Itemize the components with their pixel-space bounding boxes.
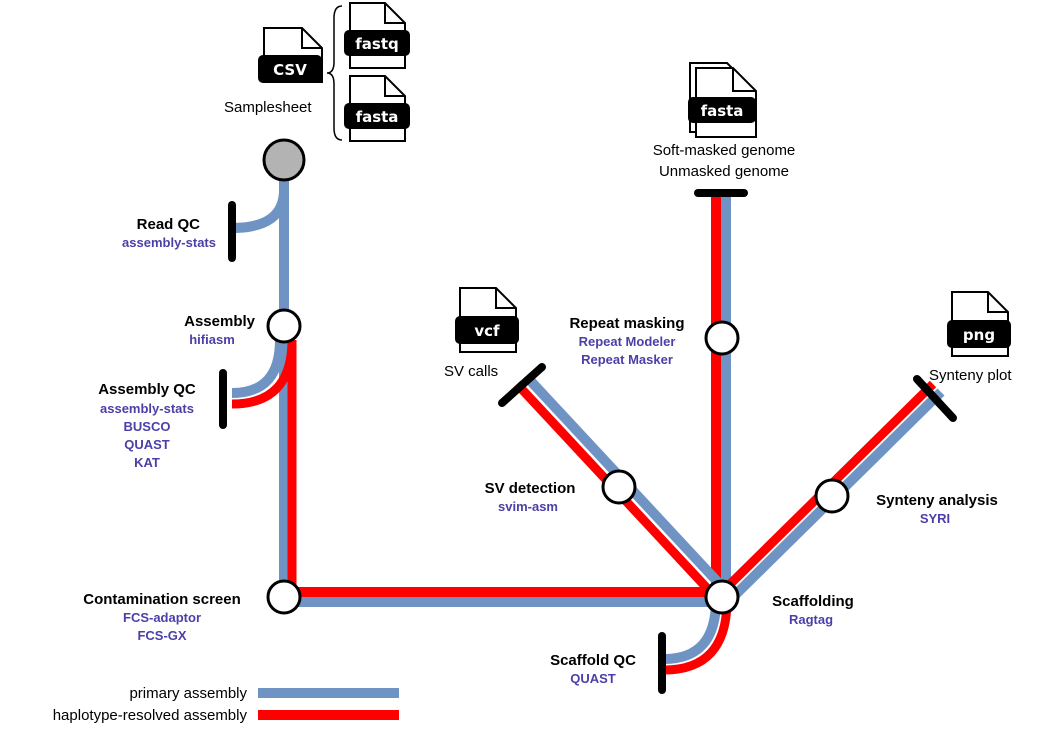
scaffolding-node — [704, 579, 740, 615]
contamination-node — [266, 579, 302, 615]
samplesheet-caption: Samplesheet — [224, 99, 312, 116]
vcf-badge: vcf — [474, 322, 500, 340]
primary-line-read-qc-branch — [231, 189, 289, 233]
scaffold-qc-tool-0: QUAST — [570, 671, 616, 686]
fasta-output-caption-2: Unmasked genome — [659, 163, 789, 180]
assembly-tool-0: hifiasm — [189, 332, 235, 347]
sv-detection-label: SV detection — [485, 480, 576, 497]
repeat-masking-label: Repeat masking — [569, 315, 684, 332]
synteny-node — [814, 478, 850, 514]
scaffolding-tool-0: Ragtag — [789, 612, 833, 627]
read-qc-tool-0: assembly-stats — [122, 235, 216, 250]
assembly-qc-tool-1: BUSCO — [124, 419, 171, 434]
png-file-icon: png — [947, 291, 1011, 357]
repeat-masking-node — [704, 320, 740, 356]
sv-detection-node — [601, 469, 637, 505]
synteny-plot-terminal — [913, 375, 957, 422]
png-badge: png — [963, 326, 995, 344]
stations — [262, 138, 850, 615]
sv-calls-caption: SV calls — [444, 363, 498, 380]
fasta-input-file-icon: fasta — [344, 75, 410, 142]
fasta-output-caption-1: Soft-masked genome — [653, 142, 796, 159]
fasta-output-file-icon: fasta — [688, 62, 757, 138]
synteny-plot-caption: Synteny plot — [929, 367, 1012, 384]
start-node — [262, 138, 306, 182]
terminal-bars — [219, 189, 957, 694]
synteny-tool-0: SYRI — [920, 511, 950, 526]
legend-primary-label: primary assembly — [129, 685, 247, 702]
input-brace — [326, 5, 343, 141]
contamination-label: Contamination screen — [83, 591, 241, 608]
primary-line-assembly-qc-branch — [231, 339, 285, 398]
repeat-masking-tool-0: Repeat Modeler — [579, 334, 676, 349]
assembly-qc-tool-3: KAT — [134, 455, 160, 470]
assembly-node — [266, 308, 302, 344]
legend: primary assembly haplotype-resolved asse… — [53, 685, 399, 724]
contamination-tool-1: FCS-GX — [137, 628, 186, 643]
fasta-output-badge: fasta — [701, 102, 744, 120]
assembly-label: Assembly — [184, 313, 256, 330]
contamination-tool-0: FCS-adaptor — [123, 610, 201, 625]
samplesheet-file-icon: CSV — [258, 27, 323, 83]
assembly-qc-label: Assembly QC — [98, 381, 196, 398]
fastq-badge: fastq — [355, 35, 398, 53]
sv-detection-tool-0: svim-asm — [498, 499, 558, 514]
scaffold-qc-label: Scaffold QC — [550, 652, 636, 669]
sv-calls-terminal — [498, 363, 546, 407]
synteny-label: Synteny analysis — [876, 492, 998, 509]
fastq-file-icon: fastq — [344, 2, 410, 69]
assembly-qc-tool-2: QUAST — [124, 437, 170, 452]
read-qc-label: Read QC — [137, 216, 201, 233]
assembly-qc-tool-0: assembly-stats — [100, 401, 194, 416]
samplesheet-badge: CSV — [273, 61, 307, 79]
vcf-file-icon: vcf — [455, 287, 519, 353]
fasta-input-badge: fasta — [356, 108, 399, 126]
scaffolding-label: Scaffolding — [772, 593, 854, 610]
repeat-masking-tool-1: Repeat Masker — [581, 352, 673, 367]
legend-haplotype-label: haplotype-resolved assembly — [53, 707, 248, 724]
